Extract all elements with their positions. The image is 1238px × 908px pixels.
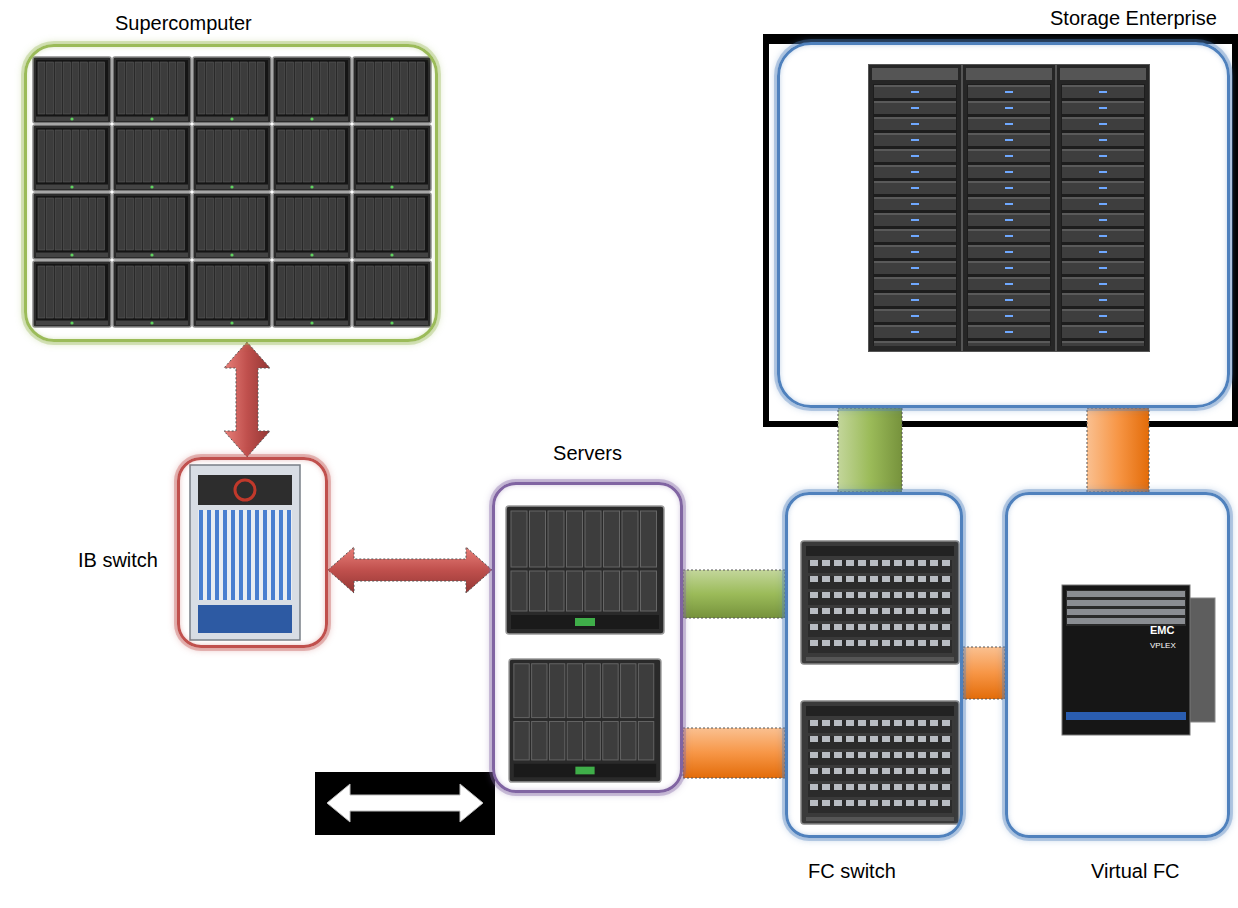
node-label: Servers — [495, 441, 680, 465]
node-label: Storage Enterprise — [1050, 6, 1217, 30]
node-label: Supercomputer — [115, 11, 252, 35]
switch-box: FC switch — [785, 492, 963, 838]
external-link-arrow — [315, 772, 495, 835]
server-box: Servers — [492, 482, 683, 793]
storage-frame — [763, 34, 1238, 424]
link-bar — [963, 647, 1005, 699]
ib-switch-device — [190, 465, 300, 640]
link-bar — [683, 728, 785, 778]
fc-switch-devices — [801, 541, 959, 824]
link-bar — [683, 570, 785, 618]
product-text: VPLEX — [1150, 641, 1176, 650]
brand-text: EMC — [1150, 624, 1174, 636]
node-label: IB switch — [78, 548, 158, 572]
storage-box: Storage Enterprise — [777, 42, 1230, 408]
virtualization-box: Virtual FC — [1005, 492, 1230, 838]
supercomputer-racks — [33, 57, 431, 327]
double-arrow — [224, 342, 270, 457]
link-bar — [1087, 408, 1149, 492]
double-arrow — [328, 547, 492, 593]
node-label: FC switch — [808, 859, 896, 883]
vplex-device — [1062, 585, 1215, 735]
switch-box: IB switch — [177, 457, 328, 648]
storage-racks — [869, 65, 1150, 352]
node-label: Virtual FC — [1091, 859, 1180, 883]
cluster-box: Supercomputer — [24, 44, 438, 342]
link-bar — [838, 408, 902, 492]
server-chassis — [506, 506, 664, 782]
